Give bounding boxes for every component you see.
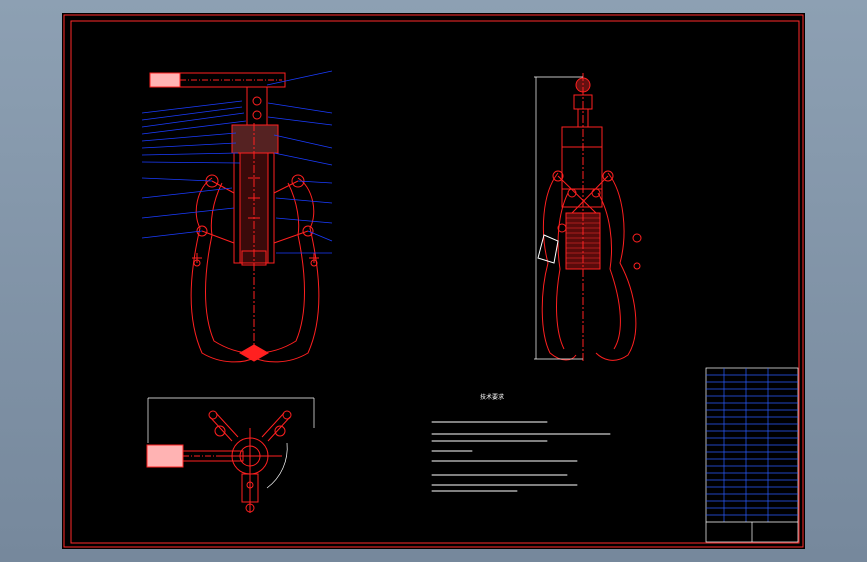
drawing-viewport[interactable]: 技术要求: [62, 13, 805, 549]
cad-drawing-sheet: 技术要求: [63, 14, 804, 548]
front-view-puller: [149, 72, 320, 363]
outer-border: [63, 14, 804, 548]
technical-notes: 技术要求: [431, 393, 611, 492]
front-view-leaders: [141, 70, 333, 254]
inner-border: [70, 20, 800, 544]
notes-title: 技术要求: [480, 393, 504, 401]
side-view-puller: [537, 73, 642, 363]
top-view-puller: [146, 410, 292, 513]
side-view-dimension: [534, 76, 583, 360]
title-block: [705, 367, 799, 543]
top-view-dimension: [147, 397, 315, 443]
